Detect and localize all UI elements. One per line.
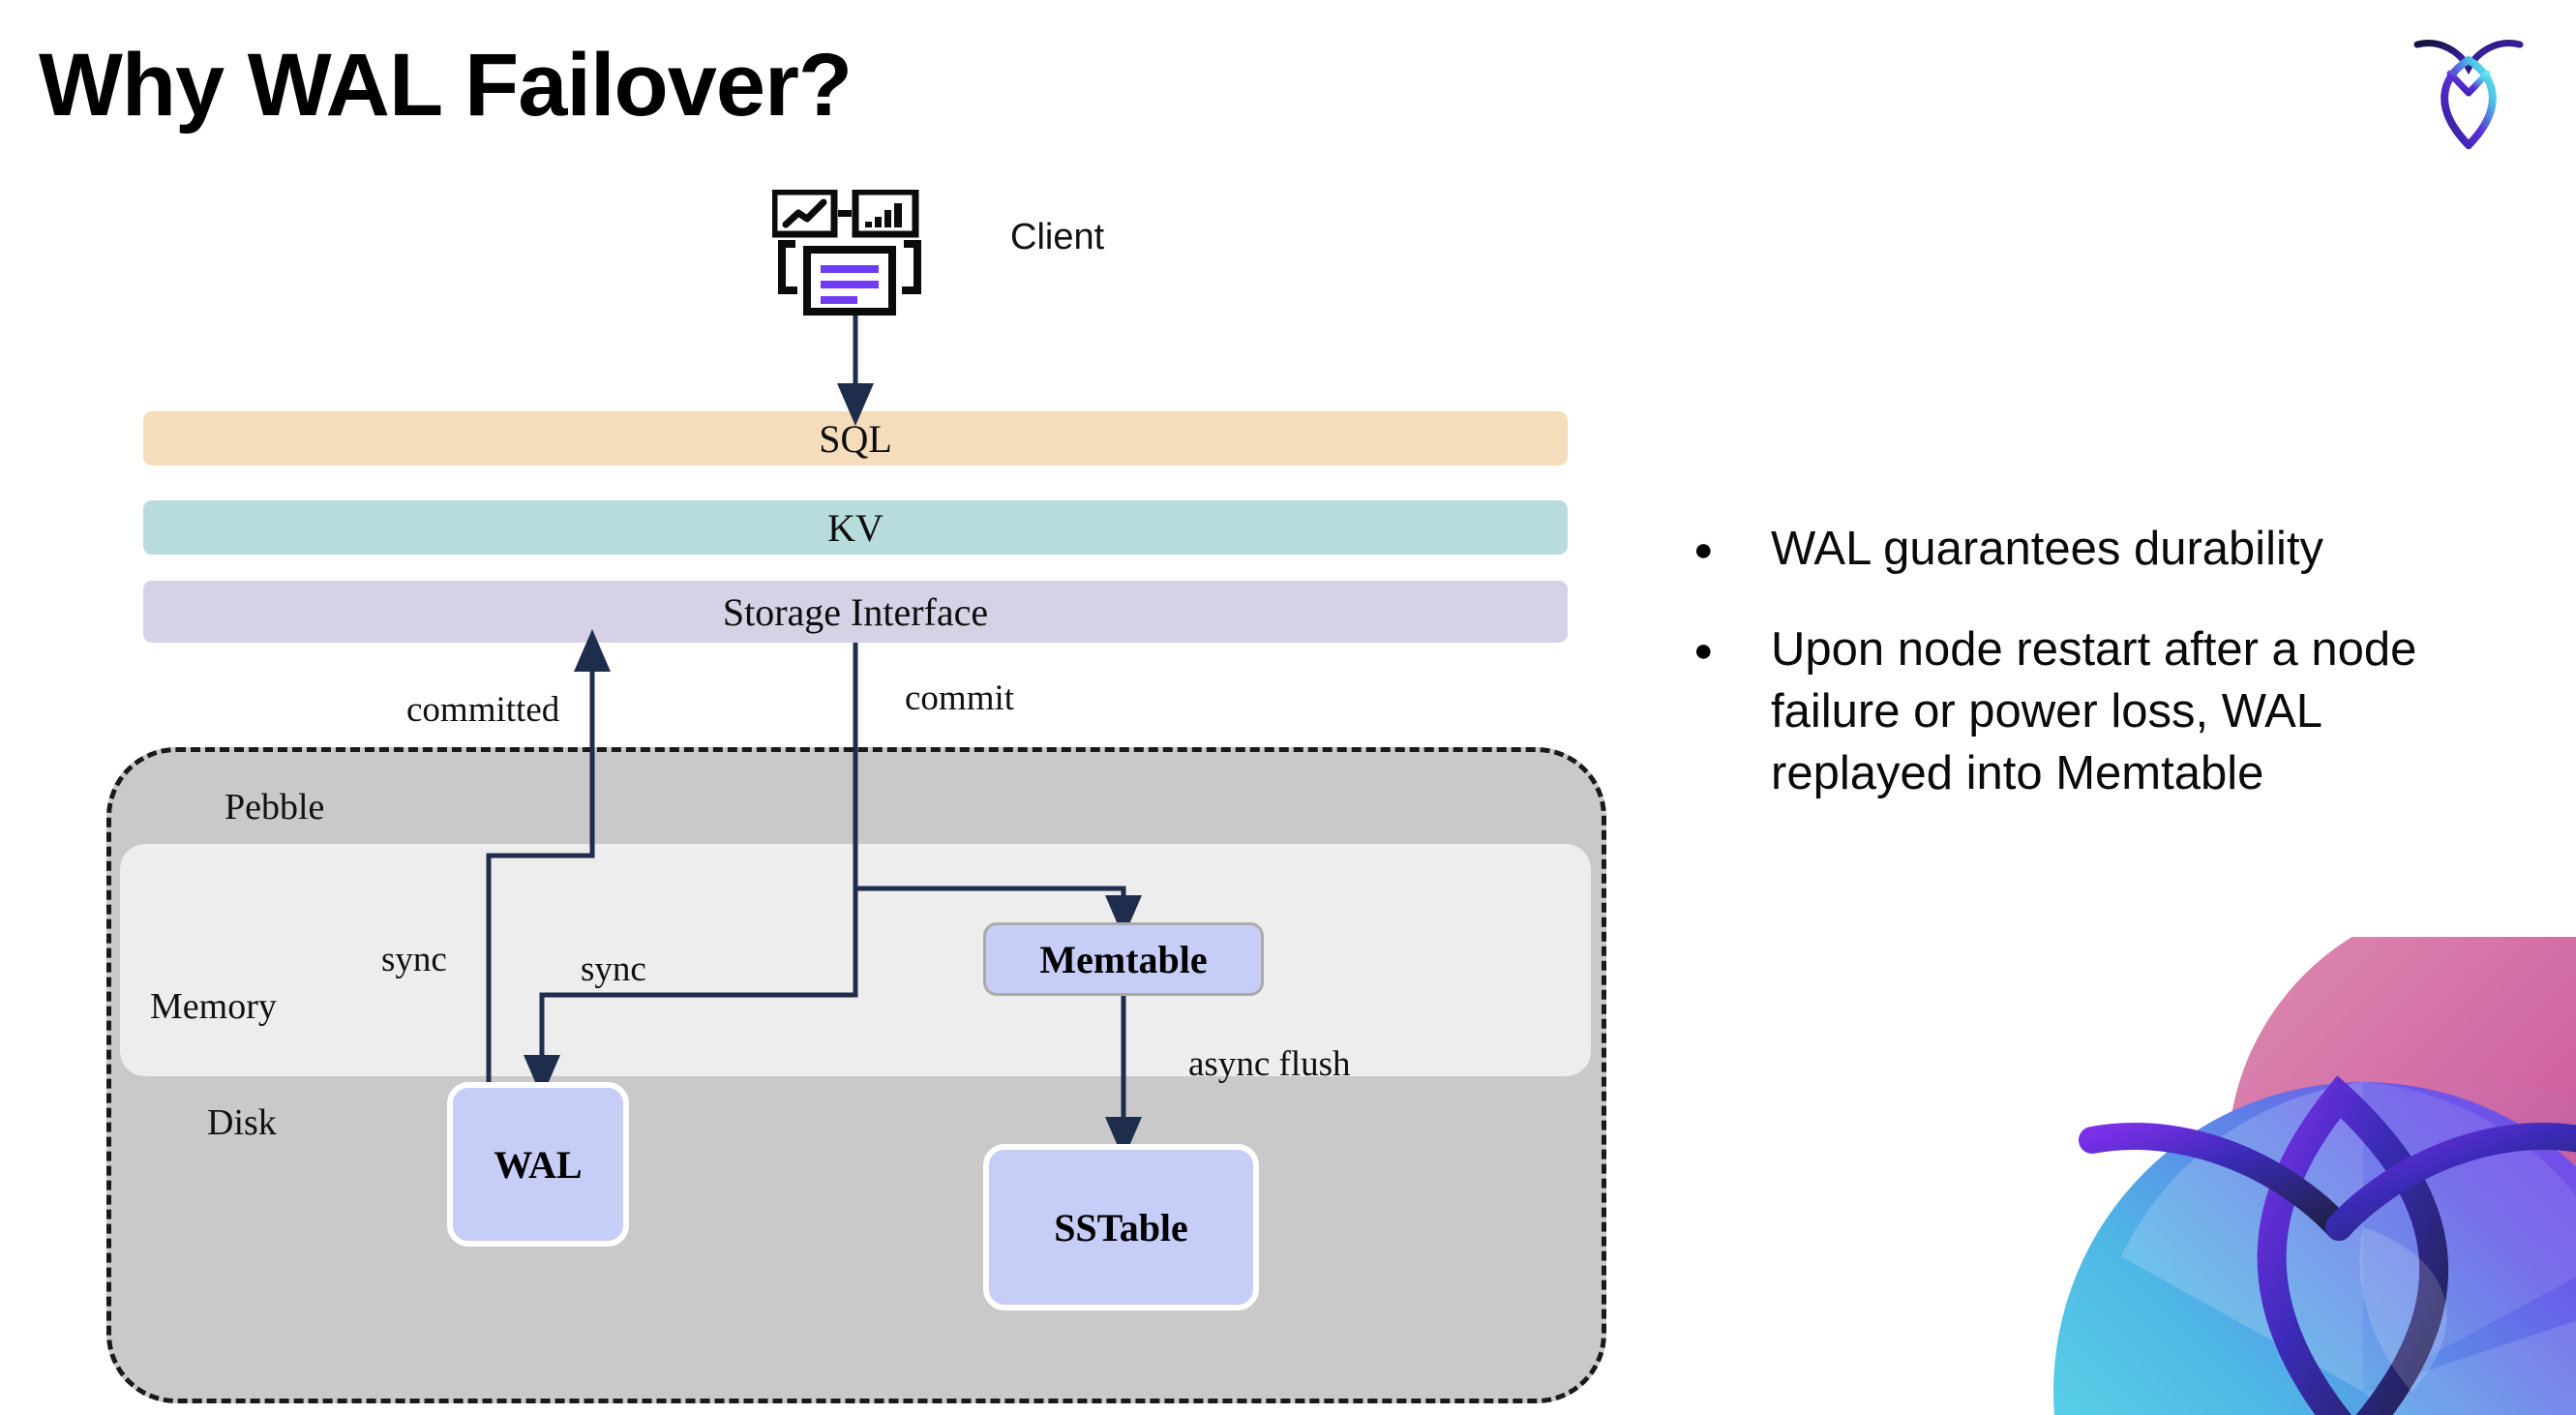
node-memtable-label: Memtable bbox=[1039, 937, 1208, 981]
node-sstable-label: SSTable bbox=[1054, 1205, 1188, 1249]
edge-label-async-flush: async flush bbox=[1188, 1044, 1351, 1084]
stack-layer-sql-label: SQL bbox=[819, 416, 892, 461]
pebble-label: Pebble bbox=[225, 787, 325, 828]
bullet-marker-icon: ● bbox=[1693, 531, 1714, 568]
memory-label: Memory bbox=[150, 986, 277, 1027]
bullet-text: Upon node restart after a node failure o… bbox=[1771, 623, 2417, 799]
client-label: Client bbox=[1010, 217, 1105, 257]
edge-label-sync-2: sync bbox=[581, 949, 646, 989]
bullet-list: ● WAL guarantees durability ● Upon node … bbox=[1693, 518, 2506, 841]
node-memtable: Memtable bbox=[983, 922, 1264, 996]
cockroachdb-logo-icon bbox=[2411, 31, 2526, 151]
stack-layer-storage-interface-label: Storage Interface bbox=[722, 589, 989, 634]
node-wal-label: WAL bbox=[494, 1142, 583, 1187]
edge-label-committed: committed bbox=[406, 690, 560, 730]
memory-region bbox=[120, 844, 1591, 1076]
disk-label: Disk bbox=[207, 1102, 277, 1143]
stack-layer-kv-label: KV bbox=[827, 505, 884, 550]
gradient-circles-leaf-graphic bbox=[1947, 937, 2576, 1415]
node-wal: WAL bbox=[447, 1082, 629, 1247]
node-sstable: SSTable bbox=[983, 1144, 1259, 1310]
stack-layer-sql: SQL bbox=[143, 411, 1568, 466]
stack-layer-kv: KV bbox=[143, 500, 1568, 555]
bullet-marker-icon: ● bbox=[1693, 632, 1714, 669]
edge-label-sync-1: sync bbox=[381, 940, 447, 979]
page-title: Why WAL Failover? bbox=[39, 36, 853, 135]
edge-label-commit: commit bbox=[905, 678, 1015, 718]
list-item: ● Upon node restart after a node failure… bbox=[1693, 618, 2506, 804]
stack-layer-storage-interface: Storage Interface bbox=[143, 581, 1568, 643]
list-item: ● WAL guarantees durability bbox=[1693, 518, 2506, 582]
bullet-text: WAL guarantees durability bbox=[1771, 523, 2324, 575]
client-dashboard-icon bbox=[770, 188, 927, 316]
